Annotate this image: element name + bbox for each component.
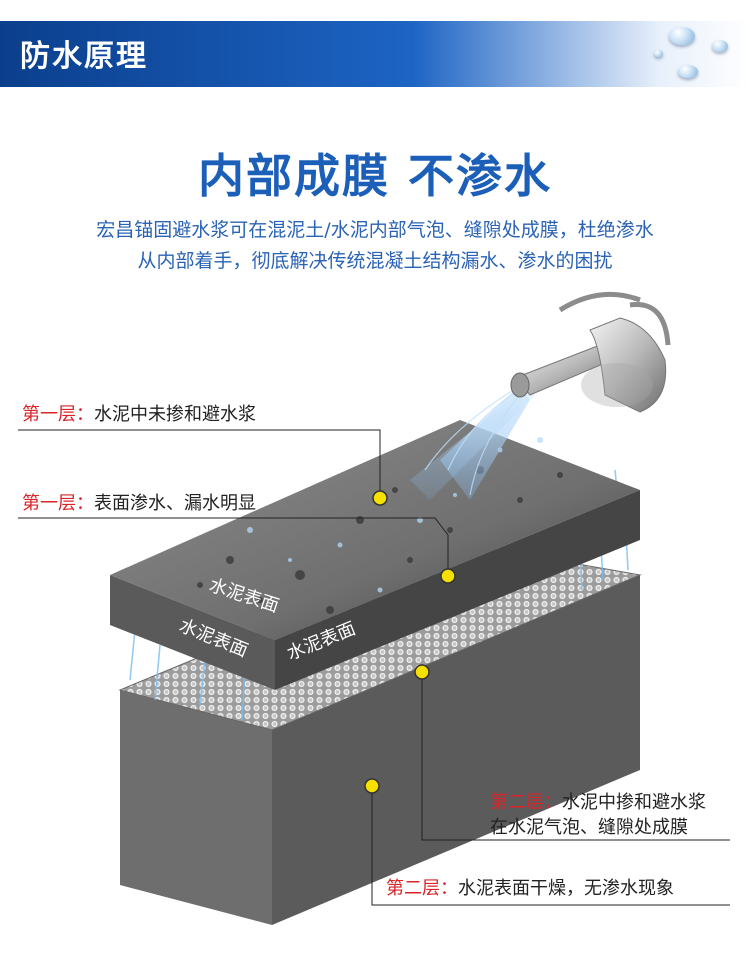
water-drop-icon — [712, 40, 728, 52]
callout-tag: 第二层： — [490, 792, 562, 813]
callout-layer2-treated: 第二层：水泥中掺和避水浆 — [490, 788, 706, 814]
upper-concrete-block: 水泥表面 水泥表面 水泥表面 — [110, 420, 640, 690]
callout-layer2-film: 在水泥气泡、缝隙处成膜 — [490, 813, 688, 839]
callout-tag: 第一层： — [22, 493, 94, 514]
section-banner: 防水原理 — [0, 21, 750, 87]
watering-can-icon — [510, 291, 671, 413]
water-stream — [410, 385, 535, 500]
marker-dot-1 — [372, 490, 388, 506]
marker-dots — [364, 490, 456, 794]
leader-lines — [18, 429, 730, 906]
callout-text: 水泥中掺和避水浆 — [562, 792, 706, 813]
callout-text: 水泥表面干燥，无渗水现象 — [458, 878, 674, 899]
callout-tag: 第二层： — [386, 878, 458, 899]
water-drop-icon — [678, 65, 698, 78]
marker-dot-3 — [414, 664, 430, 680]
callout-text: 水泥中未掺和避水浆 — [94, 404, 256, 425]
callout-layer1-leaking: 第一层：表面渗水、漏水明显 — [22, 489, 256, 515]
banner-title: 防水原理 — [20, 39, 148, 74]
callout-text-2: 在水泥气泡、缝隙处成膜 — [490, 817, 688, 838]
callout-layer2-dry: 第二层：水泥表面干燥，无渗水现象 — [386, 874, 674, 900]
callout-text: 表面渗水、漏水明显 — [94, 493, 256, 514]
callout-layer1-untreated: 第一层：水泥中未掺和避水浆 — [22, 400, 256, 426]
marker-dot-4 — [364, 778, 380, 794]
water-drop-icon — [654, 50, 663, 57]
marker-dot-2 — [440, 568, 456, 584]
water-drop-icon — [669, 27, 695, 45]
description-line-2: 从内部着手，彻底解决传统混凝土结构漏水、渗水的困扰 — [137, 250, 613, 272]
headline: 内部成膜 不渗水 — [197, 149, 552, 203]
callout-tag: 第一层： — [22, 404, 94, 425]
description-line-1: 宏昌锚固避水浆可在混泥土/水泥内部气泡、缝隙处成膜，杜绝渗水 — [96, 219, 654, 241]
